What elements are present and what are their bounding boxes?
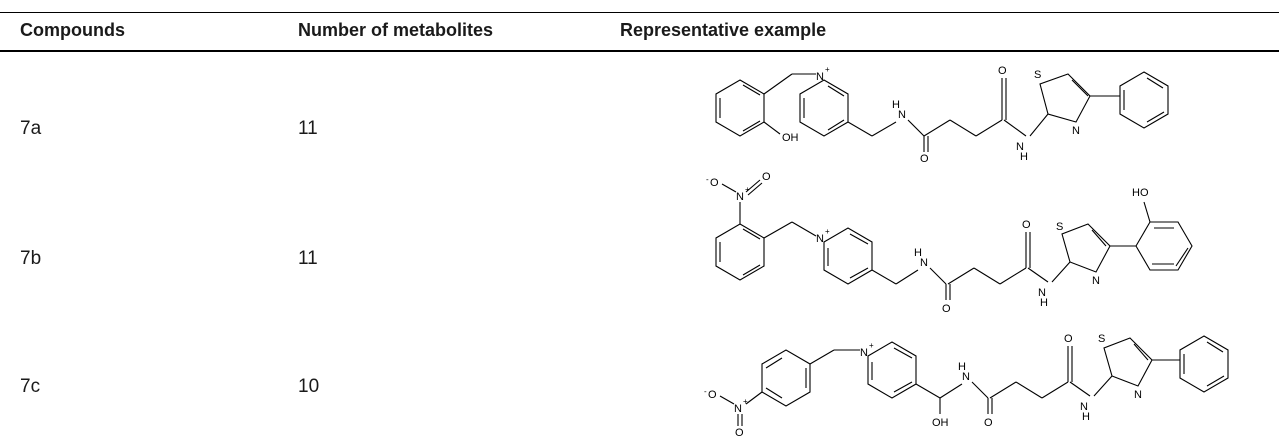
- svg-text:O: O: [920, 153, 929, 164]
- svg-text:S: S: [1098, 333, 1105, 345]
- svg-text:+: +: [745, 185, 750, 194]
- svg-text:H: H: [1040, 297, 1048, 309]
- svg-text:H: H: [914, 247, 922, 259]
- svg-text:N: N: [816, 233, 824, 245]
- svg-text:N: N: [1080, 401, 1088, 413]
- svg-text:S: S: [1034, 69, 1041, 81]
- row-7a-structure: OH N + N H O O N H S N: [700, 52, 1260, 164]
- row-7a-metabolites: 11: [298, 118, 318, 139]
- svg-text:OH: OH: [782, 132, 799, 144]
- svg-text:-: -: [706, 175, 709, 184]
- svg-text:+: +: [869, 341, 874, 350]
- svg-text:-: -: [704, 387, 707, 396]
- svg-text:O: O: [942, 303, 951, 315]
- svg-text:+: +: [825, 65, 830, 74]
- svg-text:N: N: [734, 403, 742, 415]
- svg-text:H: H: [1020, 151, 1028, 163]
- svg-text:HO: HO: [1132, 187, 1149, 199]
- svg-text:N: N: [860, 347, 868, 359]
- svg-text:O: O: [1064, 333, 1073, 345]
- svg-text:N: N: [920, 257, 928, 269]
- svg-text:H: H: [958, 361, 966, 373]
- svg-text:O: O: [735, 427, 744, 436]
- svg-text:S: S: [1056, 221, 1063, 233]
- svg-text:H: H: [892, 99, 900, 111]
- svg-text:O: O: [1022, 219, 1031, 231]
- svg-text:N: N: [1134, 389, 1142, 401]
- table-top-rule: [0, 12, 1279, 13]
- row-7c-metabolites: 10: [298, 376, 320, 397]
- svg-text:H: H: [1082, 411, 1090, 423]
- row-7b-structure: - O N + O N + N H O O: [700, 166, 1260, 316]
- svg-text:N: N: [736, 191, 744, 203]
- svg-text:O: O: [998, 65, 1007, 77]
- header-number-of-metabolites: Number of metabolites: [298, 20, 494, 40]
- svg-text:N: N: [962, 371, 970, 383]
- svg-text:N: N: [898, 109, 906, 121]
- svg-text:N: N: [1072, 125, 1080, 137]
- svg-text:+: +: [743, 397, 748, 406]
- row-7c-compound: 7c: [20, 376, 41, 397]
- svg-text:O: O: [710, 177, 719, 189]
- row-7b-metabolites: 11: [298, 248, 318, 269]
- row-7a-compound: 7a: [20, 118, 42, 139]
- row-7c-structure: - O N + O N + OH N H O: [700, 314, 1260, 436]
- svg-text:OH: OH: [932, 417, 949, 429]
- header-representative-example: Representative example: [620, 20, 827, 40]
- svg-text:+: +: [825, 227, 830, 236]
- svg-text:N: N: [1038, 287, 1046, 299]
- svg-text:O: O: [708, 389, 717, 401]
- svg-text:O: O: [984, 417, 993, 429]
- row-7b-compound: 7b: [20, 248, 42, 269]
- svg-text:O: O: [762, 171, 771, 183]
- svg-text:N: N: [1092, 275, 1100, 287]
- svg-text:N: N: [1016, 141, 1024, 153]
- table-header-rule: [0, 50, 1279, 52]
- header-compounds: Compounds: [20, 20, 125, 40]
- svg-text:N: N: [816, 71, 824, 83]
